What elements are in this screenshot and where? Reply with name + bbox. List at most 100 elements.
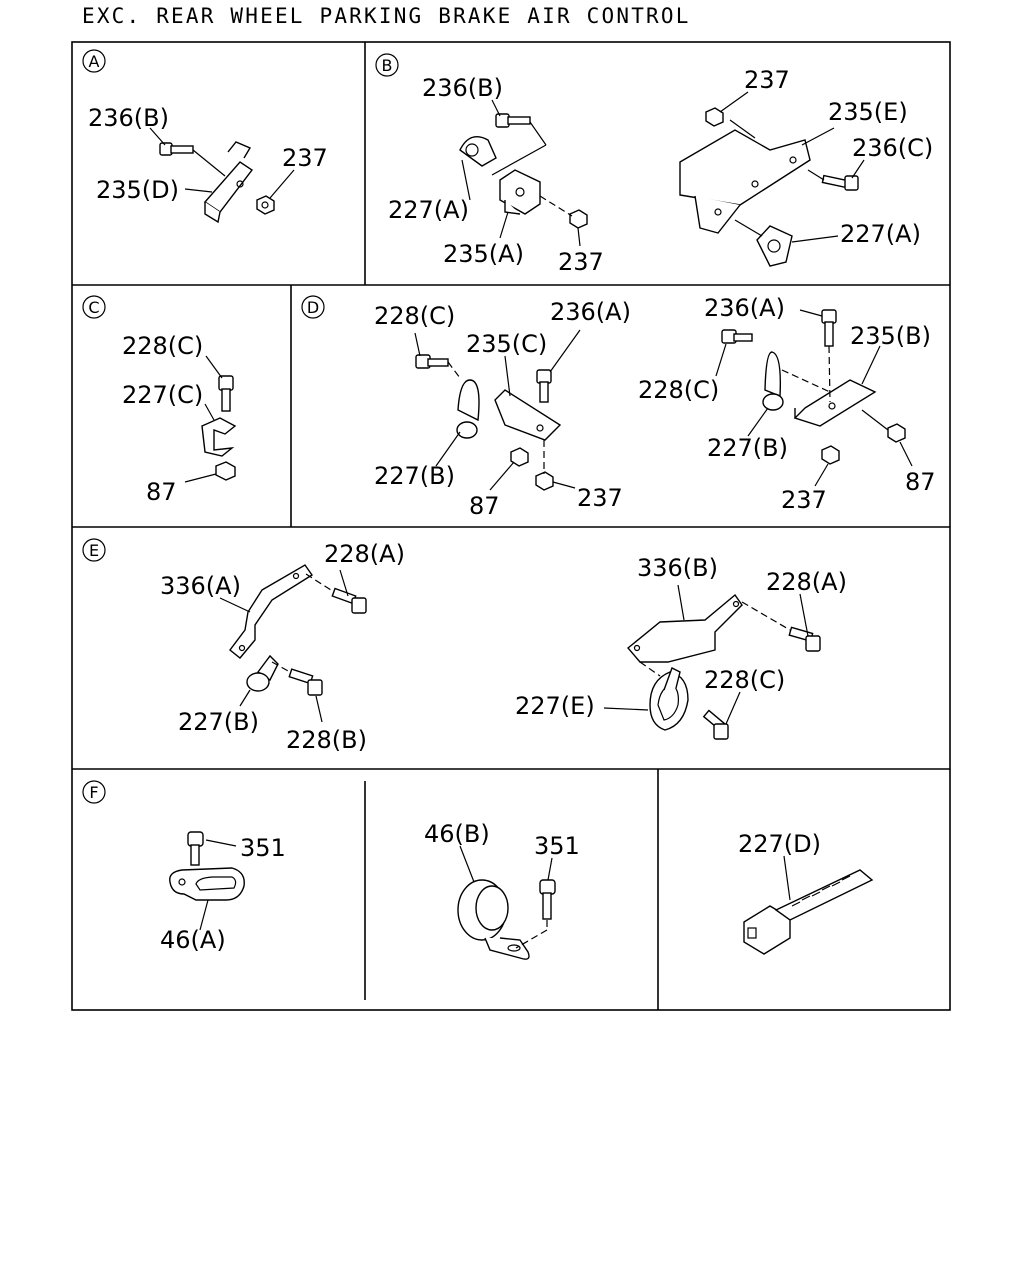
leader-lines-f-right — [783, 855, 791, 901]
label-236b-a: 236(B) — [88, 104, 169, 132]
leader-lines-c — [184, 355, 223, 483]
label-236c: 236(C) — [852, 134, 933, 162]
label-235c: 235(C) — [466, 330, 547, 358]
clip-227e-icon — [649, 667, 689, 731]
bolt-351-mid-icon — [539, 879, 556, 920]
section-c: C 228(C) 227(C) 87 — [82, 295, 237, 506]
label-227b-d-right: 227(B) — [707, 434, 788, 462]
label-351-left: 351 — [240, 834, 286, 862]
bolt-228b-icon — [288, 668, 323, 696]
label-228a-e-right: 228(A) — [766, 568, 847, 596]
label-228a-e-left: 228(A) — [324, 540, 405, 568]
leader-lines-b-left — [461, 99, 581, 247]
label-87-d-right: 87 — [905, 468, 936, 496]
nut-87-d-left-icon — [510, 447, 529, 467]
bracket-235b-icon — [793, 379, 877, 427]
label-336a: 336(A) — [160, 572, 241, 600]
section-a-marker: A — [82, 49, 106, 73]
section-f: F 351 46(A) — [82, 780, 874, 960]
leader-lines-b-right — [719, 91, 865, 243]
label-46a: 46(A) — [160, 926, 226, 954]
label-236b-b: 236(B) — [422, 74, 503, 102]
section-b-marker: B — [375, 53, 399, 77]
nut-237-d-left-icon — [535, 471, 554, 491]
label-228c-c: 228(C) — [122, 332, 203, 360]
bolt-236a-d-left-icon — [536, 369, 552, 403]
label-237-b-left: 237 — [558, 248, 604, 276]
bolt-228c-e-icon — [702, 709, 729, 740]
label-87-d-left: 87 — [469, 492, 500, 520]
label-237-d-right: 237 — [781, 486, 827, 514]
section-d: D — [301, 294, 936, 520]
label-235d: 235(D) — [96, 176, 179, 204]
bolt-236b-b-icon — [495, 113, 531, 128]
svg-text:E: E — [89, 541, 99, 560]
label-236a-d-left: 236(A) — [550, 298, 631, 326]
label-235b: 235(B) — [850, 322, 931, 350]
bracket-235c-icon — [494, 389, 562, 441]
label-227a-b-right: 227(A) — [840, 220, 921, 248]
clip-227a-left-icon — [459, 136, 497, 167]
clip-227c-icon — [201, 417, 237, 457]
nut-237-b-right-icon — [705, 107, 724, 127]
bolt-351-left-icon — [187, 831, 204, 866]
leader-lines-a — [149, 127, 295, 199]
clip-227b-d-left-icon — [456, 379, 480, 439]
svg-text:F: F — [89, 783, 98, 802]
clamp-46b-icon — [457, 879, 530, 960]
nut-87-d-right-icon — [887, 423, 906, 443]
diagram-frame — [71, 41, 951, 1011]
nut-87-c-icon — [215, 461, 236, 481]
svg-text:D: D — [307, 298, 319, 317]
clip-227b-e-left-icon — [246, 654, 279, 692]
section-c-marker: C — [82, 295, 106, 319]
label-228c-d-left: 228(C) — [374, 302, 455, 330]
leader-lines-f-left — [199, 839, 237, 931]
clamp-46a-icon — [169, 867, 245, 901]
clip-227a-right-icon — [756, 225, 793, 267]
label-227b-e-left: 227(B) — [178, 708, 259, 736]
leader-lines-e-right — [603, 584, 809, 725]
bracket-336a-icon — [229, 564, 313, 659]
label-235a: 235(A) — [443, 240, 524, 268]
label-336b: 336(B) — [637, 554, 718, 582]
section-b: B 236(B) 227(A) 235(A) — [375, 53, 933, 276]
cable-tie-227d-icon — [743, 869, 874, 955]
label-227a-b-left: 227(A) — [388, 196, 469, 224]
bolt-228c-c-icon — [218, 375, 234, 412]
label-227b-d-left: 227(B) — [374, 462, 455, 490]
clip-227b-d-right-icon — [762, 351, 784, 411]
label-237-a: 237 — [282, 144, 328, 172]
svg-text:A: A — [89, 52, 100, 71]
label-236a-d-right: 236(A) — [704, 294, 785, 322]
section-a: A 236(B) 235(D) 237 — [82, 49, 328, 224]
bolt-236a-d-right-icon — [821, 309, 837, 347]
section-d-marker: D — [301, 295, 325, 319]
label-87-c: 87 — [146, 478, 177, 506]
label-228c-d-right: 228(C) — [638, 376, 719, 404]
nut-237-b-left-icon — [569, 209, 588, 229]
bracket-235a-icon — [499, 169, 541, 215]
svg-text:C: C — [88, 298, 99, 317]
label-237-b-right: 237 — [744, 66, 790, 94]
label-46b: 46(B) — [424, 820, 490, 848]
svg-text:B: B — [382, 56, 393, 75]
nut-237-icon — [256, 195, 275, 215]
label-228b: 228(B) — [286, 726, 367, 754]
diagram-title: EXC. REAR WHEEL PARKING BRAKE AIR CONTRO… — [82, 4, 691, 28]
bolt-228a-e-right-icon — [788, 626, 821, 652]
leader-lines-d-left — [414, 329, 581, 491]
nut-237-d-right-icon — [821, 445, 840, 465]
bracket-235d-icon — [203, 141, 254, 224]
leader-lines-e-left — [219, 569, 349, 723]
section-f-marker: F — [82, 780, 106, 804]
label-351-mid: 351 — [534, 832, 580, 860]
bolt-236b-icon — [159, 142, 194, 156]
leader-lines-f-mid — [459, 845, 553, 949]
bracket-235e-icon — [679, 129, 811, 234]
leader-lines-d-right — [715, 309, 913, 487]
label-237-d-left: 237 — [577, 484, 623, 512]
section-e: E 228(A) 336(A) 227(B) — [82, 538, 847, 754]
bracket-336b-icon — [627, 593, 743, 663]
